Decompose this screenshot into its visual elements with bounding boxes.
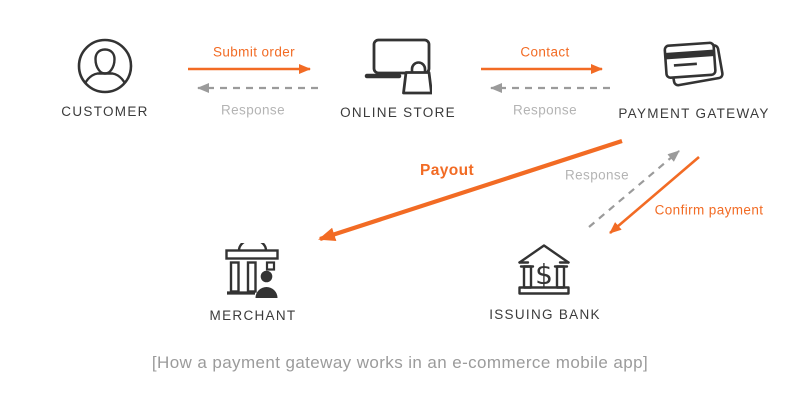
laptop-lock-icon [318,36,478,96]
flow-label-confirm-payment: Confirm payment [654,202,764,218]
flow-label-payout: Payout [419,162,475,179]
flow-label-response-3: Response [565,167,629,183]
store-person-icon [173,243,333,299]
entity-issuing-bank: $ ISSUING BANK [465,242,625,322]
person-circle-icon [25,37,185,95]
entity-label-payment-gateway: PAYMENT GATEWAY [618,106,770,121]
flow-label-contact: Contact [520,44,570,60]
arrow-response-bank-to-gateway [588,150,680,228]
arrow-payout [318,139,623,242]
dollar-glyph: $ [535,258,553,291]
entity-payment-gateway: PAYMENT GATEWAY [614,40,774,121]
flow-label-submit-order: Submit order [212,44,296,60]
entity-merchant: MERCHANT [173,243,333,323]
arrow-confirm-payment [609,156,700,234]
bank-dollar-icon: $ [465,242,625,298]
credit-cards-icon [614,40,774,92]
entity-customer: CUSTOMER [25,37,185,119]
flow-label-response-2: Response [513,102,577,118]
flow-label-response-1: Response [221,102,285,118]
entity-label-online-store: ONLINE STORE [340,105,456,120]
entity-label-customer: CUSTOMER [61,104,149,119]
entity-online-store: ONLINE STORE [318,36,478,120]
diagram-caption: [How a payment gateway works in an e-com… [151,353,649,372]
entity-label-issuing-bank: ISSUING BANK [489,307,601,322]
entity-label-merchant: MERCHANT [209,308,297,323]
